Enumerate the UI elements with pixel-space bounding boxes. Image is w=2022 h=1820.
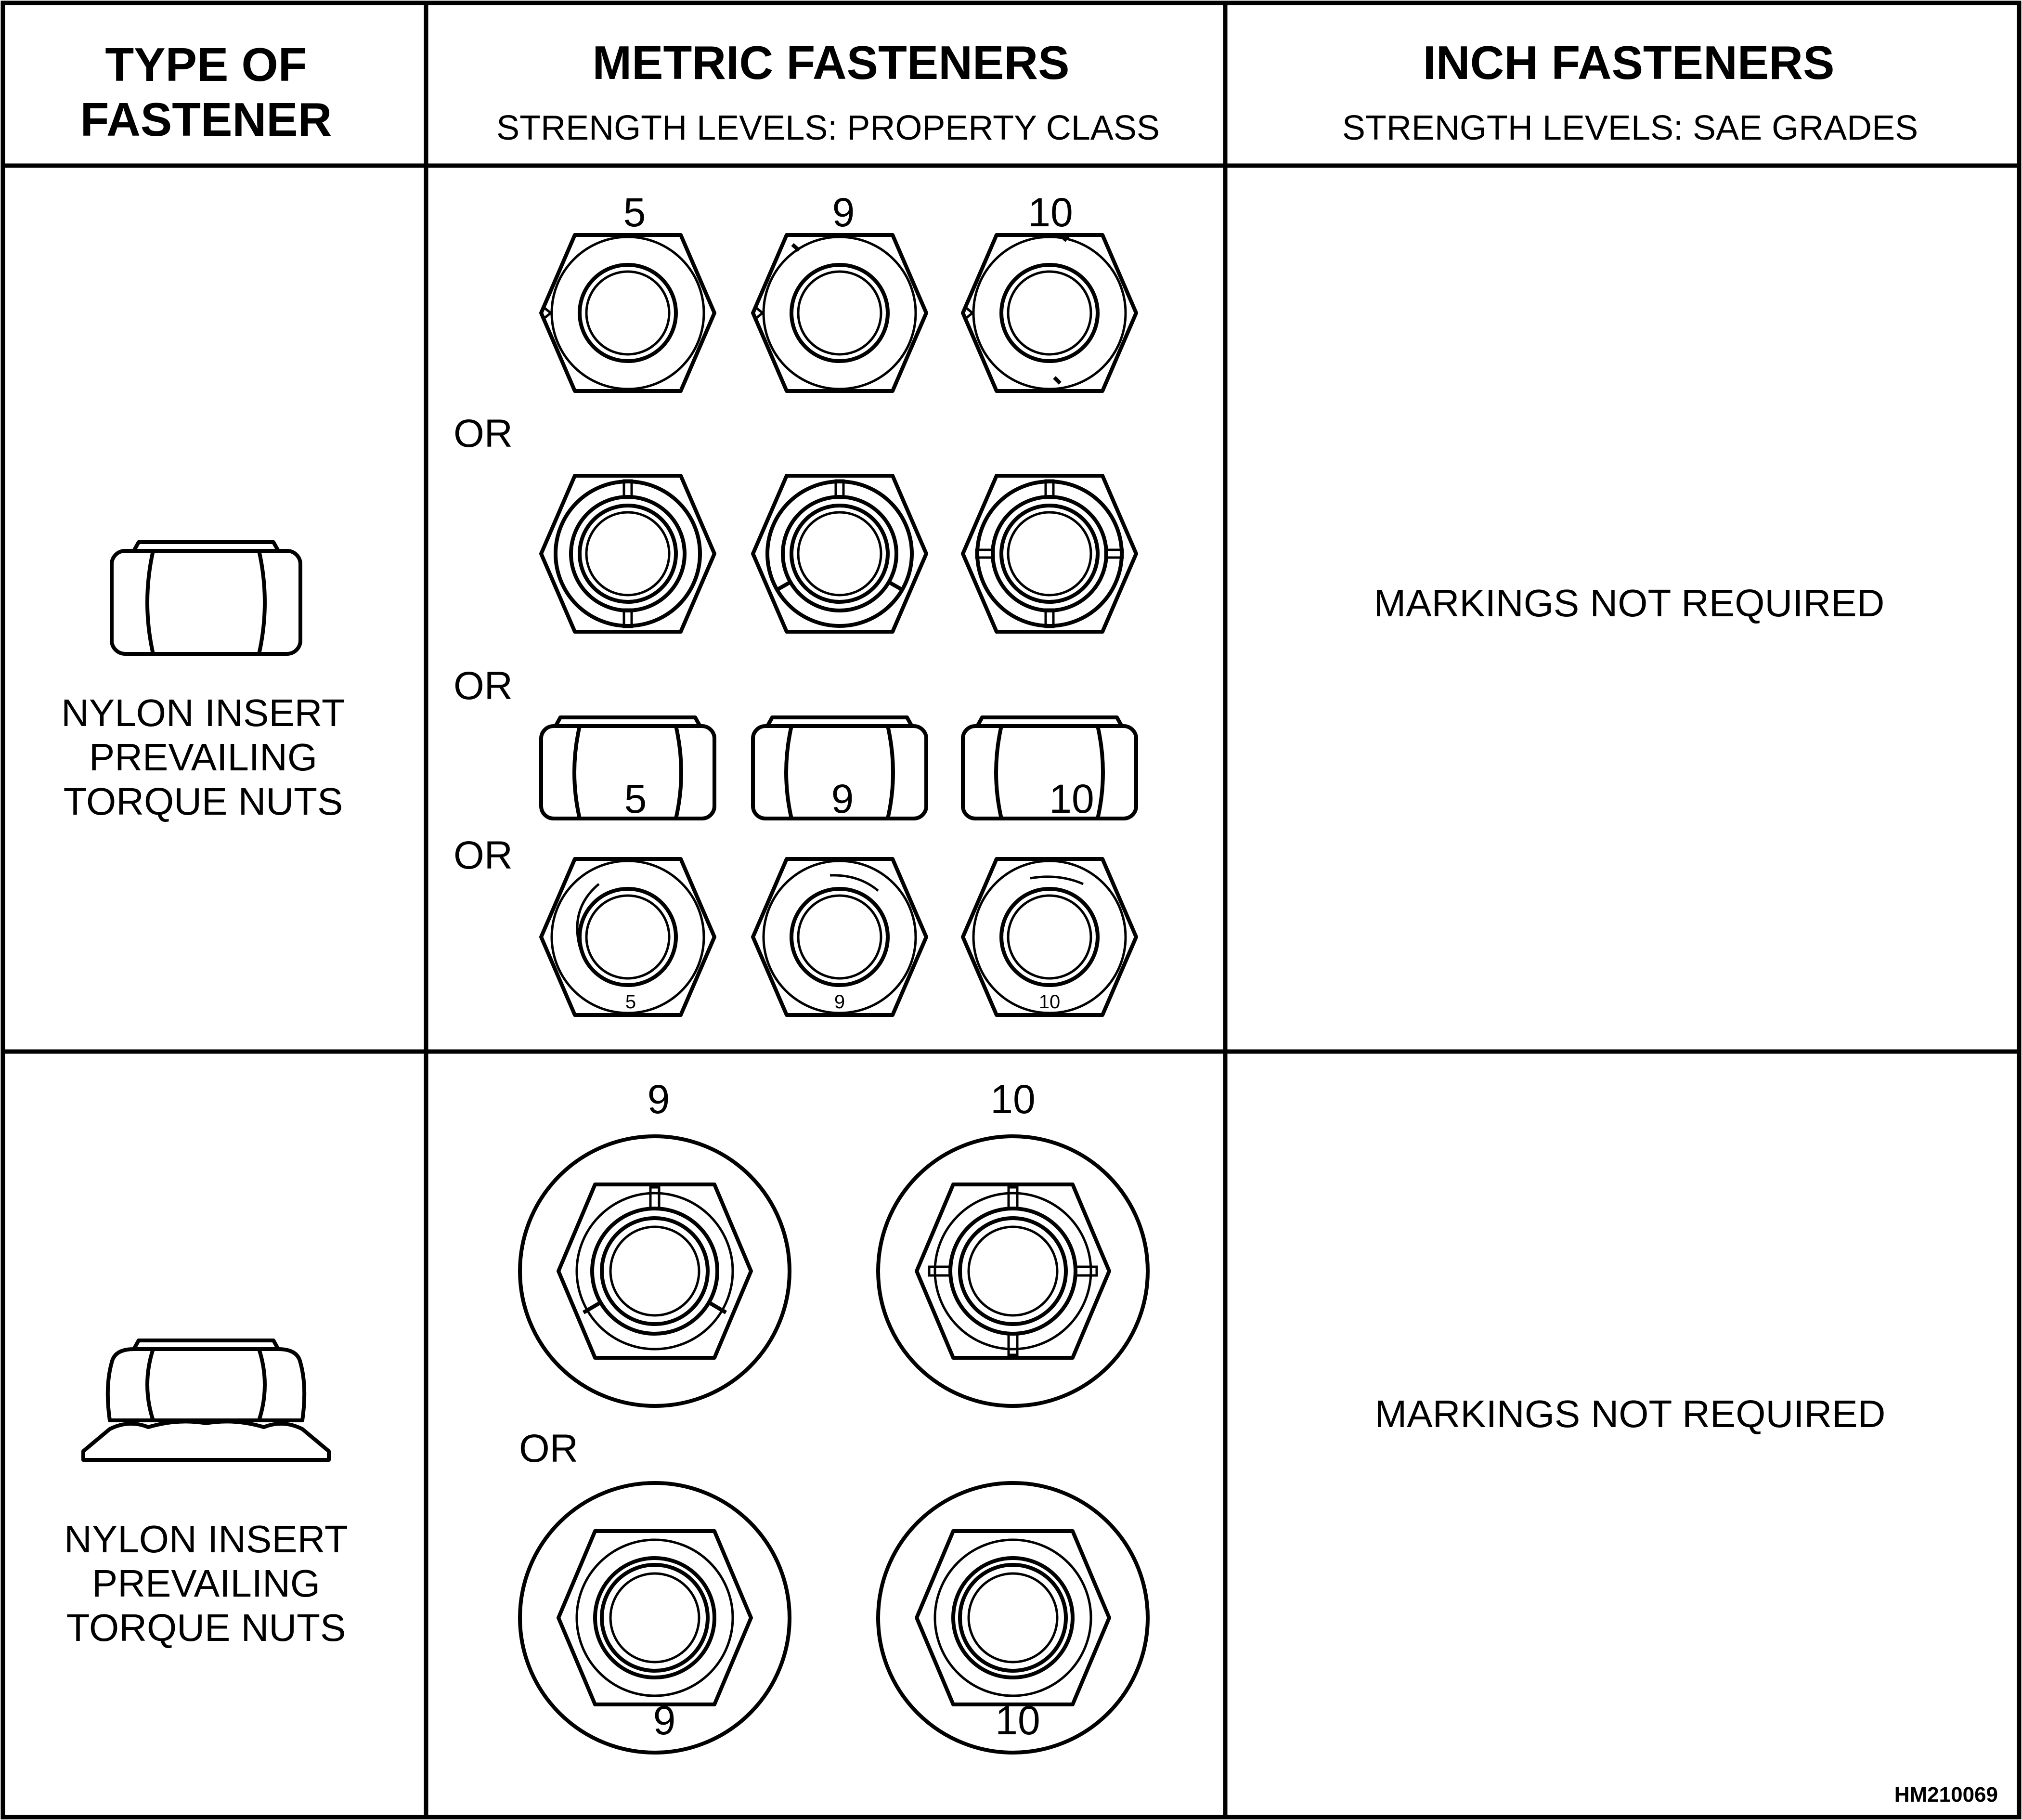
- row2-type-cell: NYLON INSERT PREVAILING TORQUE NUTS: [64, 1339, 348, 1649]
- nut-side-class-5-icon: 5: [541, 717, 714, 821]
- row1-type-line1: NYLON INSERT: [61, 691, 345, 734]
- col1-title-line2: FASTENER: [80, 93, 332, 146]
- lock-nut-top-class-10-icon: [963, 476, 1136, 632]
- row2-class-label-1: 9: [648, 1077, 670, 1122]
- row1-or-3: OR: [454, 833, 513, 877]
- flange-lock-nut-class-9-icon: [520, 1136, 790, 1406]
- flange-lock-nut-class-10-icon: [878, 1136, 1148, 1406]
- row1-class-label-3: 10: [1028, 190, 1073, 235]
- lock-nut-top-class-9-icon: [753, 476, 926, 632]
- row1-type-line3: TORQUE NUTS: [64, 780, 343, 823]
- flange-stamped-class-9: 9: [653, 1698, 676, 1743]
- flange-nylon-nut-side-icon: [81, 1339, 331, 1462]
- header-row: TYPE OF FASTENER METRIC FASTENERS STRENG…: [80, 36, 1918, 147]
- nylon-insert-nut-side-icon: [110, 540, 302, 656]
- nut-side-class-9-label: 9: [831, 776, 854, 821]
- col2-subtitle: STRENGTH LEVELS: PROPERTY CLASS: [496, 109, 1160, 147]
- hex-nut-stamped-class-10-icon: 10: [963, 859, 1136, 1015]
- lock-nut-top-class-5-icon: [541, 476, 714, 632]
- row1-or-1: OR: [454, 412, 513, 455]
- hex-nut-stamped-class-9-icon: 9: [753, 859, 926, 1015]
- nut-side-class-5-label: 5: [624, 776, 647, 821]
- hex-nut-top-class-9-icon: [753, 235, 926, 391]
- row2-type-line3: TORQUE NUTS: [66, 1606, 346, 1649]
- stamped-class-9: 9: [834, 991, 845, 1013]
- flange-nut-stamped-class-10-icon: 10: [878, 1483, 1148, 1753]
- flange-nut-stamped-class-9-icon: 9: [520, 1483, 790, 1753]
- row1-type-line2: PREVAILING: [89, 736, 317, 779]
- hex-nut-top-class-10-icon: [963, 235, 1136, 391]
- row2-metric-cell: 9 10 OR 9 10: [519, 1077, 1148, 1753]
- row2-or: OR: [519, 1427, 578, 1470]
- row2-class-label-2: 10: [990, 1077, 1035, 1122]
- nut-side-class-10-label: 10: [1049, 776, 1094, 821]
- flange-stamped-class-10: 10: [995, 1698, 1040, 1743]
- row1-metric-cell: 5 9 10 OR: [454, 190, 1136, 1015]
- hex-nut-top-class-5-icon: [541, 235, 714, 391]
- col1-title-line1: TYPE OF: [105, 38, 307, 91]
- nut-side-class-10-icon: 10: [963, 717, 1136, 821]
- row2-type-line2: PREVAILING: [92, 1562, 320, 1605]
- row2-type-line1: NYLON INSERT: [64, 1518, 348, 1560]
- hex-nut-stamped-class-5-icon: 5: [541, 859, 714, 1015]
- row1-inch-text: MARKINGS NOT REQUIRED: [1374, 582, 1885, 624]
- row1-or-2: OR: [454, 664, 513, 708]
- row1-type-cell: NYLON INSERT PREVAILING TORQUE NUTS: [61, 540, 345, 823]
- nut-side-class-9-icon: 9: [753, 717, 926, 821]
- stamped-class-5: 5: [625, 991, 636, 1013]
- col3-subtitle: STRENGTH LEVELS: SAE GRADES: [1342, 109, 1918, 147]
- row1-class-label-1: 5: [623, 190, 646, 235]
- col3-title: INCH FASTENERS: [1423, 36, 1835, 89]
- stamped-class-10: 10: [1039, 991, 1061, 1013]
- row1-class-label-2: 9: [832, 190, 855, 235]
- col2-title: METRIC FASTENERS: [593, 36, 1070, 89]
- row2-inch-text: MARKINGS NOT REQUIRED: [1375, 1392, 1886, 1435]
- figure-id: HM210069: [1894, 1783, 1998, 1807]
